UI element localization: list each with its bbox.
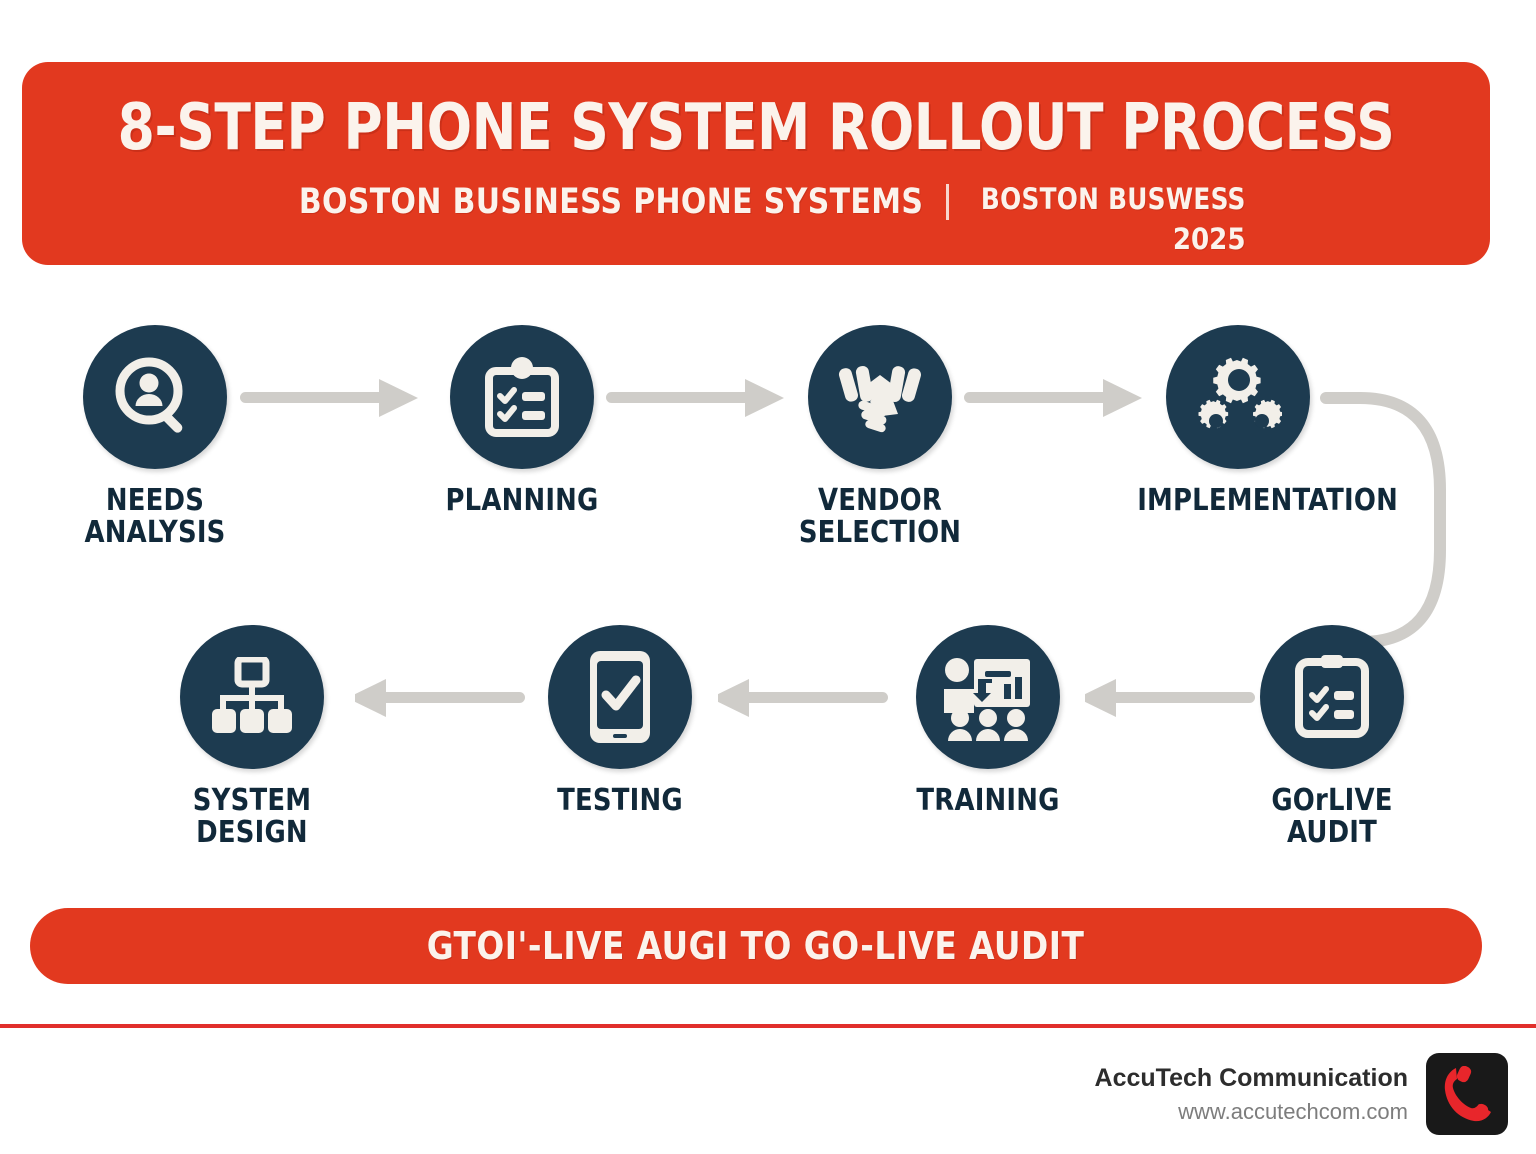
page-title: 8-STEP PHONE SYSTEM ROLLOUT PROCESS (117, 91, 1395, 165)
phone-check-icon (590, 651, 650, 743)
step-icon-circle (808, 325, 952, 469)
step-label: TRAINING (916, 783, 1060, 818)
brand-text-block: AccuTech Communication www.accutechcom.c… (1095, 1064, 1408, 1125)
arrow-needs-to-planning (240, 375, 425, 421)
header-subtitle: BOSTON BUSINESS PHONE SYSTEMS (299, 182, 924, 222)
header-subtitle-row: BOSTON BUSINESS PHONE SYSTEMS BOSTON BUS… (64, 182, 1448, 256)
step-icon-circle (450, 325, 594, 469)
step-icon-circle (83, 325, 227, 469)
step-system-design[interactable]: SYSTEM DESIGN (147, 625, 357, 849)
step-testing[interactable]: TESTING (515, 625, 725, 817)
step-label: SYSTEM DESIGN (192, 783, 312, 851)
arrow-audit-to-training (1085, 675, 1255, 721)
header-credit: BOSTON BUSWESS (980, 182, 1246, 216)
step-label: VENDOR SELECTION (798, 483, 962, 551)
step-needs-analysis[interactable]: NEEDS ANALYSIS (50, 325, 260, 549)
step-icon-circle (180, 625, 324, 769)
footer-banner: GTOI'-LIVE AUGI TO GO-LIVE AUDIT (30, 908, 1482, 984)
arrow-testing-to-system-design (355, 675, 525, 721)
org-chart-icon (212, 657, 292, 733)
step-implementation[interactable]: IMPLEMENTATION (1133, 325, 1398, 517)
user-search-icon (115, 357, 183, 433)
clipboard-list-icon (485, 357, 559, 437)
brand-area: AccuTech Communication www.accutechcom.c… (1095, 1053, 1508, 1135)
phone-handset-icon (1444, 1066, 1491, 1122)
step-label: PLANNING (445, 483, 599, 518)
arrow-vendor-to-implementation (964, 375, 1149, 421)
curved-connector-arrow (1300, 380, 1510, 670)
subtitle-divider (945, 184, 949, 220)
arrow-planning-to-vendor (606, 375, 791, 421)
step-label: GOrLIVE AUDIT (1271, 783, 1393, 851)
step-training[interactable]: TRAINING (883, 625, 1093, 817)
step-planning[interactable]: PLANNING (417, 325, 627, 517)
header-year: 2025 (1172, 222, 1246, 256)
arrow-training-to-testing (718, 675, 888, 721)
step-vendor-selection[interactable]: VENDOR SELECTION (775, 325, 985, 549)
clipboard-check-icon (1295, 655, 1369, 738)
brand-name: AccuTech Communication (1094, 1063, 1408, 1092)
step-go-live-audit[interactable]: GOrLIVE AUDIT (1227, 625, 1437, 849)
step-icon-circle (1166, 325, 1310, 469)
bottom-divider-rule (0, 1024, 1536, 1028)
step-icon-circle (1260, 625, 1404, 769)
header-credit-block: BOSTON BUSWESS 2025 (967, 182, 1246, 256)
presentation-icon (944, 658, 1030, 741)
brand-logo (1426, 1053, 1508, 1135)
handshake-icon (838, 366, 921, 433)
step-icon-circle (916, 625, 1060, 769)
step-label: TESTING (557, 783, 683, 818)
step-icon-circle (548, 625, 692, 769)
brand-url[interactable]: www.accutechcom.com (1178, 1098, 1408, 1124)
step-label: NEEDS ANALYSIS (84, 483, 226, 551)
footer-banner-text: GTOI'-LIVE AUGI TO GO-LIVE AUDIT (427, 924, 1085, 968)
gears-icon (1198, 357, 1282, 429)
header-banner: 8-STEP PHONE SYSTEM ROLLOUT PROCESS BOST… (22, 62, 1490, 265)
